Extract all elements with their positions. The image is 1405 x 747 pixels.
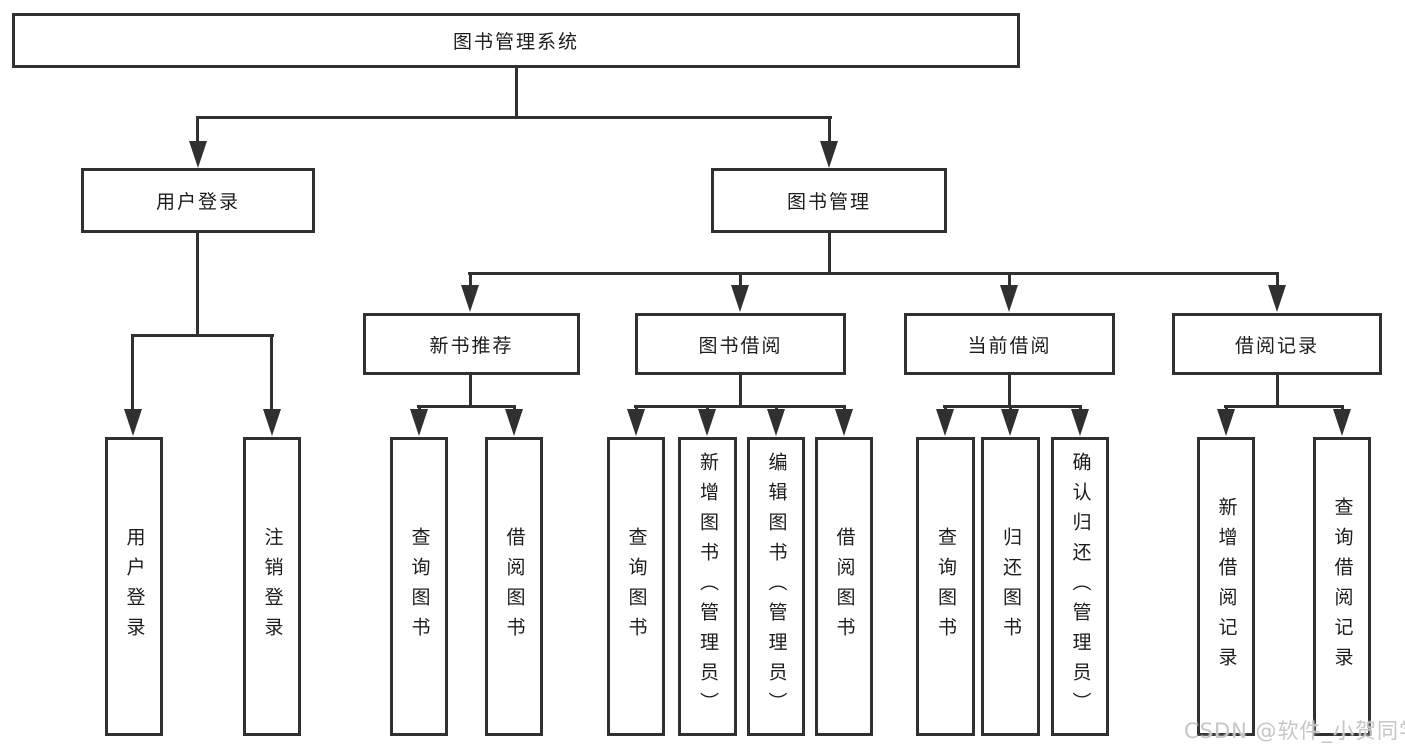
connector-line xyxy=(1224,405,1343,408)
node-label: 查询图书 xyxy=(935,526,957,647)
node-book-management: 图书管理 xyxy=(711,168,947,233)
arrow-down-icon xyxy=(1333,409,1351,436)
node-label: 归还图书 xyxy=(1000,526,1022,647)
arrow-down-icon xyxy=(461,285,479,312)
connector-line xyxy=(828,116,831,146)
connector-line xyxy=(739,373,742,407)
node-label: 借阅图书 xyxy=(503,526,526,647)
arrow-down-icon xyxy=(820,141,838,168)
node-label: 借阅图书 xyxy=(833,526,856,647)
node-label: 新书推荐 xyxy=(429,334,514,357)
connector-line xyxy=(515,68,518,118)
node-new-book-recommend: 新书推荐 xyxy=(363,313,580,375)
node-label: 查询借阅记录 xyxy=(1331,496,1354,677)
arrow-down-icon xyxy=(627,409,645,436)
arrow-down-icon xyxy=(767,409,785,436)
connector-line xyxy=(1008,373,1011,407)
node-label: 用户登录 xyxy=(123,526,146,647)
node-label: 当前借阅 xyxy=(967,334,1052,357)
node-label: 查询图书 xyxy=(408,526,431,647)
node-label: 新增借阅记录 xyxy=(1215,496,1238,677)
connector-line xyxy=(1276,373,1279,407)
connector-line xyxy=(469,272,472,290)
arrow-down-icon xyxy=(189,141,207,168)
leaf-query-books-recommend: 查询图书 xyxy=(390,437,448,736)
connector-line xyxy=(469,373,472,407)
leaf-query-books-current: 查询图书 xyxy=(916,437,975,736)
connector-line xyxy=(196,233,199,336)
node-user-login: 用户登录 xyxy=(81,168,315,233)
arrow-down-icon xyxy=(1268,285,1286,312)
arrow-down-icon xyxy=(1217,409,1235,436)
node-label: 确认归还（管理员） xyxy=(1069,451,1092,722)
node-label: 图书管理系统 xyxy=(452,31,579,53)
node-label: 查询图书 xyxy=(625,526,648,647)
node-label: 图书借阅 xyxy=(698,334,783,357)
node-borrowing-records: 借阅记录 xyxy=(1172,313,1382,375)
arrow-down-icon xyxy=(1001,409,1019,436)
node-library-system: 图书管理系统 xyxy=(12,13,1020,68)
node-label: 图书管理 xyxy=(786,191,871,213)
node-label: 新增图书（管理员） xyxy=(697,451,719,722)
connector-line xyxy=(828,233,831,275)
connector-line xyxy=(270,334,273,414)
arrow-down-icon xyxy=(731,285,749,312)
connector-line xyxy=(1276,272,1279,290)
node-current-borrowing: 当前借阅 xyxy=(904,313,1115,375)
watermark-text: CSDN @软件_小贺同学 xyxy=(1184,719,1405,743)
leaf-query-borrow-record: 查询借阅记录 xyxy=(1313,437,1371,736)
leaf-return-books: 归还图书 xyxy=(981,437,1040,736)
arrow-down-icon xyxy=(410,409,428,436)
arrow-down-icon xyxy=(1000,285,1018,312)
node-label: 注销登录 xyxy=(261,526,284,647)
node-label: 用户登录 xyxy=(155,191,240,213)
connector-line xyxy=(468,272,1279,275)
connector-line xyxy=(417,405,516,408)
arrow-down-icon xyxy=(263,409,281,436)
leaf-borrow-books-recommend: 借阅图书 xyxy=(485,437,543,736)
leaf-logout-login: 注销登录 xyxy=(243,437,301,736)
leaf-add-borrow-record: 新增借阅记录 xyxy=(1197,437,1255,736)
connector-line xyxy=(131,334,274,337)
connector-line xyxy=(739,272,742,290)
node-label: 编辑图书（管理员） xyxy=(765,451,788,722)
node-label: 借阅记录 xyxy=(1234,334,1319,357)
node-book-borrowing: 图书借阅 xyxy=(635,313,846,375)
connector-line xyxy=(196,116,199,146)
connector-line xyxy=(131,334,134,414)
arrow-down-icon xyxy=(1071,409,1089,436)
connector-line xyxy=(1008,272,1011,290)
leaf-user-login: 用户登录 xyxy=(105,437,163,736)
arrow-down-icon xyxy=(936,409,954,436)
connector-line xyxy=(943,405,1081,408)
leaf-borrow-books-borrowing: 借阅图书 xyxy=(815,437,873,736)
arrow-down-icon xyxy=(124,409,142,436)
leaf-confirm-return-admin: 确认归还（管理员） xyxy=(1051,437,1109,736)
arrow-down-icon xyxy=(505,409,523,436)
connector-line xyxy=(634,405,846,408)
arrow-down-icon xyxy=(835,409,853,436)
connector-line xyxy=(196,116,832,119)
leaf-add-books-admin: 新增图书（管理员） xyxy=(678,437,737,736)
arrow-down-icon xyxy=(698,409,716,436)
leaf-query-books-borrowing: 查询图书 xyxy=(607,437,665,736)
leaf-edit-books-admin: 编辑图书（管理员） xyxy=(747,437,805,736)
